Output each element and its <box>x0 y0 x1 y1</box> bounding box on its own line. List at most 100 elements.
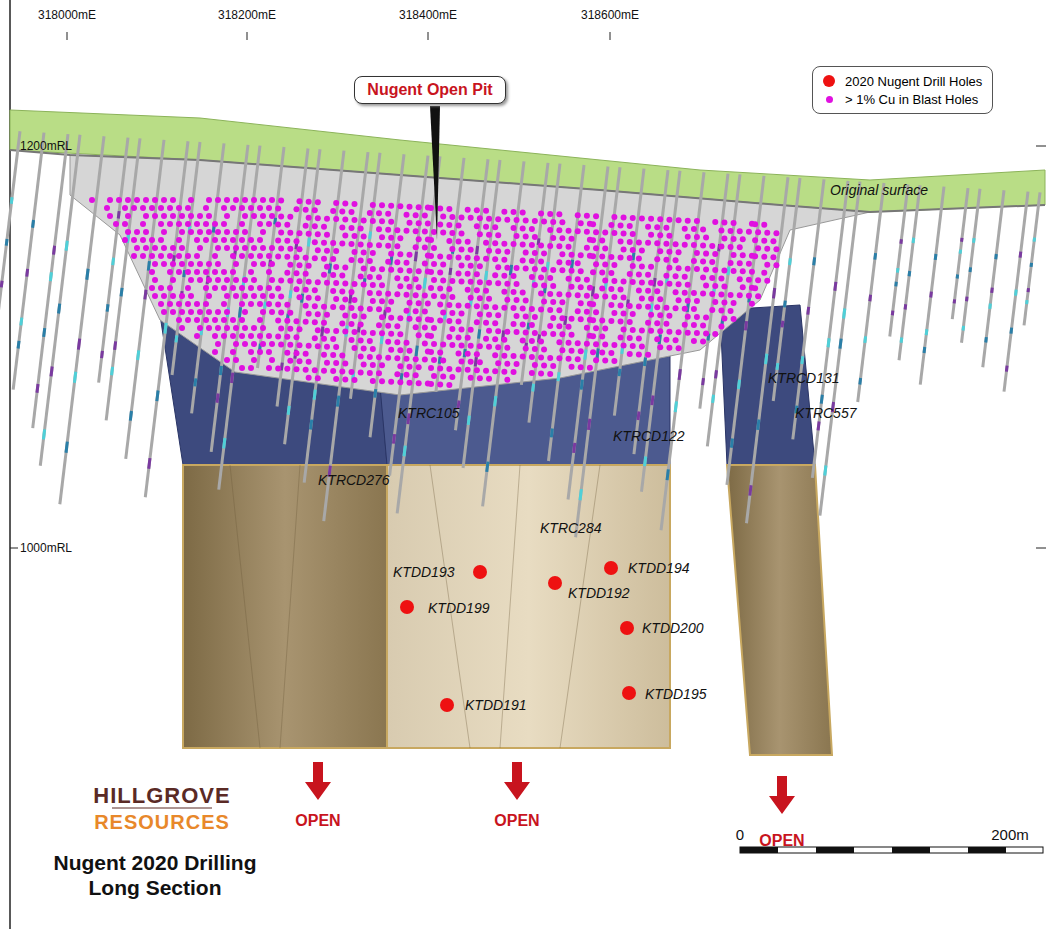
blast-hole-dot <box>143 213 149 219</box>
blast-hole-dot <box>449 294 455 300</box>
blast-hole-dot <box>352 329 358 335</box>
assay-interval <box>25 269 29 277</box>
blast-hole-dot <box>416 236 422 242</box>
blast-hole-dot <box>296 262 302 268</box>
blast-hole-dot <box>197 309 203 315</box>
blast-hole-dot <box>330 336 336 342</box>
assay-interval <box>224 438 225 448</box>
blast-hole-dot <box>352 377 358 383</box>
assay-interval <box>873 253 877 260</box>
blast-hole-dot <box>630 311 636 317</box>
blast-hole-dot <box>602 294 608 300</box>
blast-hole-dot <box>221 285 227 291</box>
blast-hole-dot <box>203 221 209 227</box>
blast-hole-dot <box>376 226 382 232</box>
blast-hole-dot <box>215 245 221 251</box>
blast-hole-dot <box>125 229 131 235</box>
blast-hole-dot <box>578 348 584 354</box>
blast-hole-dot <box>446 302 452 308</box>
blast-hole-dot <box>352 297 358 303</box>
blast-hole-dot <box>260 197 266 203</box>
blast-hole-dot <box>611 278 617 284</box>
blast-hole-dot <box>287 326 293 332</box>
blast-hole-dot <box>718 275 724 281</box>
blast-hole-dot <box>657 312 663 318</box>
blast-hole-dot <box>437 270 443 276</box>
blast-hole-dot <box>361 217 367 223</box>
blast-hole-dot <box>179 229 185 235</box>
blast-hole-dot <box>541 330 547 336</box>
blast-hole-dot <box>599 286 605 292</box>
assay-interval <box>510 265 511 275</box>
blast-hole-dot <box>550 331 556 337</box>
blast-hole-dot <box>413 244 419 250</box>
blast-hole-dot <box>352 313 358 319</box>
blast-hole-dot <box>407 268 413 274</box>
blast-hole-dot <box>422 261 428 267</box>
blast-hole-dot <box>333 344 339 350</box>
blast-hole-dot <box>388 315 394 321</box>
assay-interval <box>1030 263 1033 267</box>
assay-interval <box>585 350 586 360</box>
blast-hole-dot <box>176 205 182 211</box>
blast-hole-dot <box>718 323 724 329</box>
blast-hole-dot <box>321 224 327 230</box>
drill-intercept <box>473 565 487 579</box>
label: 318400mE <box>399 8 457 22</box>
blast-hole-dot <box>587 285 593 291</box>
assay-interval <box>929 292 933 298</box>
blast-hole-dot <box>185 301 191 307</box>
blast-hole-dot <box>233 325 239 331</box>
blast-hole-dot <box>394 291 400 297</box>
blast-hole-dot <box>416 364 422 370</box>
legend-text: 2020 Nugent Drill Holes <box>845 74 982 89</box>
blast-hole-dot <box>306 311 312 317</box>
blast-hole-dot <box>206 277 212 283</box>
drill-intercept <box>604 561 618 575</box>
blast-hole-dot <box>700 227 706 233</box>
blast-hole-dot <box>413 356 419 362</box>
blast-hole-dot <box>737 244 743 250</box>
blast-hole-dot <box>242 309 248 315</box>
blast-hole-dot <box>275 221 281 227</box>
assay-interval <box>0 281 4 288</box>
blast-hole-dot <box>370 362 376 368</box>
blast-hole-dot <box>465 239 471 245</box>
blast-hole-dot <box>352 201 358 207</box>
blast-hole-dot <box>465 255 471 261</box>
blast-hole-dot <box>663 241 669 247</box>
blast-hole-dot <box>602 358 608 364</box>
blast-hole-dot <box>682 306 688 312</box>
blast-hole-dot <box>361 313 367 319</box>
blast-hole-dot <box>685 234 691 240</box>
blast-hole-dot <box>321 352 327 358</box>
blast-hole-dot <box>134 229 140 235</box>
blast-hole-dot <box>657 296 663 302</box>
blast-hole-dot <box>176 237 182 243</box>
blast-hole-dot <box>287 278 293 284</box>
blast-hole-dot <box>602 246 608 252</box>
blast-hole-dot <box>170 293 176 299</box>
assay-interval <box>644 358 645 367</box>
blast-hole-dot <box>584 245 590 251</box>
blast-hole-dot <box>370 250 376 256</box>
blast-hole-dot <box>248 365 254 371</box>
blast-hole-dot <box>266 205 272 211</box>
blast-hole-dot <box>459 278 465 284</box>
blast-hole-dot <box>185 269 191 275</box>
blast-hole-dot <box>230 269 236 275</box>
assay-interval <box>953 299 956 303</box>
blast-hole-dot <box>449 278 455 284</box>
blast-hole-dot <box>330 304 336 310</box>
assay-interval <box>289 290 293 298</box>
blast-hole-dot <box>440 310 446 316</box>
blast-hole-dot <box>284 238 290 244</box>
blast-hole-dot <box>221 237 227 243</box>
assay-interval <box>956 275 959 279</box>
assay-interval <box>912 238 916 243</box>
blast-hole-dot <box>188 197 194 203</box>
blast-hole-dot <box>486 232 492 238</box>
blast-hole-dot <box>495 344 501 350</box>
blast-hole-dot <box>251 261 257 267</box>
blast-hole-dot <box>321 256 327 262</box>
